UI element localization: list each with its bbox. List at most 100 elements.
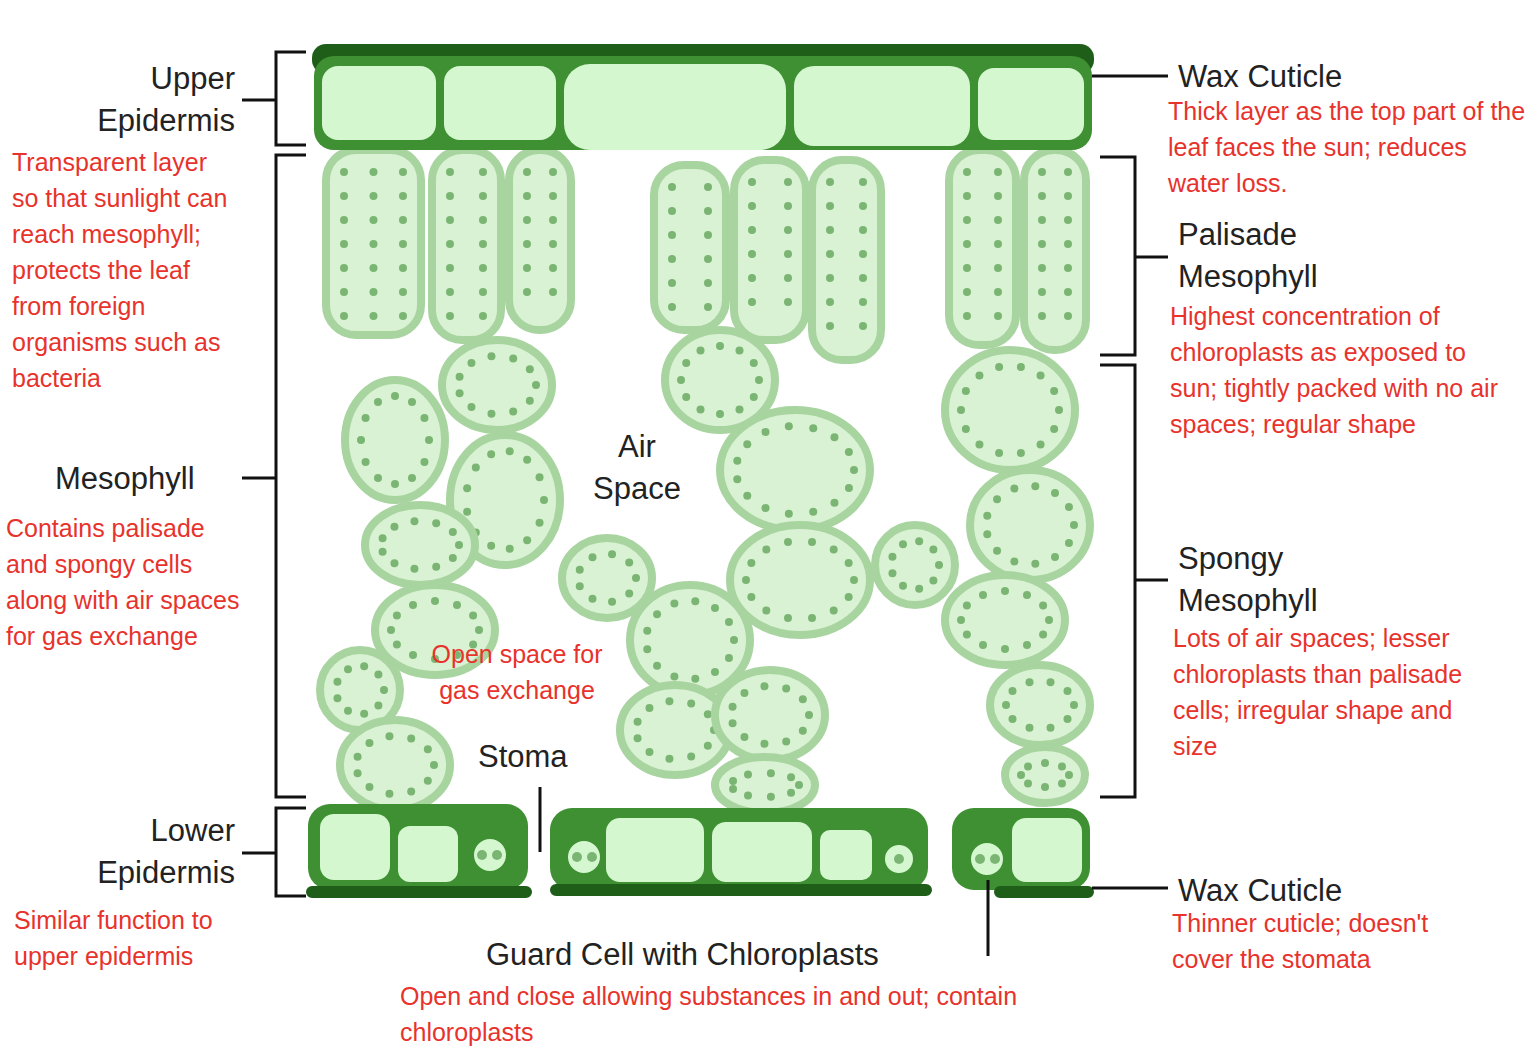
- palisade-cell: [812, 160, 881, 360]
- chloroplast: [643, 645, 651, 653]
- chloroplast: [475, 626, 483, 634]
- epidermal-cell: [794, 66, 970, 146]
- chloroplast: [467, 403, 475, 411]
- chloroplast: [446, 312, 454, 320]
- chloroplast: [370, 168, 378, 176]
- chloroplast: [1064, 240, 1072, 248]
- chloroplast: [668, 231, 676, 239]
- chloroplast: [995, 363, 1003, 371]
- chloroplast: [446, 216, 454, 224]
- chloroplast: [993, 547, 1001, 555]
- bracket: [242, 155, 306, 797]
- spongy-cell: [945, 350, 1075, 470]
- chloroplast: [725, 654, 733, 662]
- chloroplast: [390, 523, 398, 531]
- chloroplast: [1041, 783, 1049, 791]
- chloroplast: [446, 240, 454, 248]
- chloroplast: [963, 312, 971, 320]
- chloroplast: [859, 202, 867, 210]
- chloroplast: [729, 777, 737, 785]
- chloroplast: [549, 216, 557, 224]
- chloroplast: [730, 636, 738, 644]
- chloroplast: [990, 854, 1000, 864]
- chloroplast: [742, 576, 750, 584]
- chloroplast: [762, 504, 770, 512]
- chloroplast: [979, 591, 987, 599]
- function-note: Thick layer as the top part of the leaf …: [1168, 93, 1530, 201]
- guard-cell: [472, 837, 508, 873]
- chloroplast: [859, 274, 867, 282]
- chloroplast: [487, 410, 495, 418]
- chloroplast: [957, 406, 965, 414]
- chloroplast: [1050, 425, 1058, 433]
- chloroplast: [808, 614, 816, 622]
- chloroplast: [1031, 560, 1039, 568]
- chloroplast: [1008, 687, 1016, 695]
- part-name: Upper Epidermis: [40, 58, 235, 142]
- chloroplast: [487, 352, 495, 360]
- chloroplast: [608, 550, 616, 558]
- chloroplast: [962, 425, 970, 433]
- chloroplast: [747, 559, 755, 567]
- chloroplast: [733, 475, 741, 483]
- chloroplast: [446, 168, 454, 176]
- chloroplast: [787, 773, 795, 781]
- chloroplast: [743, 440, 751, 448]
- chloroplast: [729, 785, 737, 793]
- chloroplast: [523, 536, 531, 544]
- part-name: Lower Epidermis: [40, 810, 235, 894]
- chloroplast: [799, 727, 807, 735]
- chloroplast: [506, 545, 514, 553]
- chloroplast: [755, 376, 763, 384]
- lower-epidermis-segment: [550, 808, 928, 890]
- leader-line: [1092, 75, 1168, 78]
- chloroplast: [894, 854, 904, 864]
- chloroplast: [782, 737, 790, 745]
- chloroplast: [632, 574, 640, 582]
- chloroplast: [888, 569, 896, 577]
- chloroplast: [668, 207, 676, 215]
- chloroplast: [859, 178, 867, 186]
- lower-epidermis-segment: [952, 808, 1090, 890]
- chloroplast: [665, 755, 673, 763]
- chloroplast: [762, 428, 770, 436]
- chloroplast: [929, 576, 937, 584]
- chloroplast: [740, 733, 748, 741]
- chloroplast: [784, 202, 792, 210]
- chloroplast: [393, 612, 401, 620]
- chloroplast: [993, 495, 1001, 503]
- function-note: Contains palisade and spongy cells along…: [6, 510, 246, 654]
- chloroplast: [408, 398, 416, 406]
- chloroplast: [455, 541, 463, 549]
- chloroplast: [826, 202, 834, 210]
- chloroplast: [994, 312, 1002, 320]
- chloroplast: [682, 359, 690, 367]
- chloroplast: [1010, 557, 1018, 565]
- chloroplast: [850, 466, 858, 474]
- chloroplast: [784, 614, 792, 622]
- part-name: Wax Cuticle: [1178, 56, 1438, 98]
- chloroplast: [479, 216, 487, 224]
- chloroplast: [479, 288, 487, 296]
- chloroplast: [1050, 387, 1058, 395]
- chloroplast: [576, 566, 584, 574]
- chloroplast: [340, 192, 348, 200]
- chloroplast: [1058, 779, 1066, 787]
- chloroplast: [859, 322, 867, 330]
- chloroplast: [1064, 312, 1072, 320]
- palisade-cell: [1024, 150, 1086, 350]
- chloroplast: [360, 710, 368, 718]
- chloroplast: [748, 178, 756, 186]
- chloroplast: [540, 496, 548, 504]
- chloroplast: [407, 735, 415, 743]
- chloroplast: [357, 436, 365, 444]
- chloroplast: [1038, 264, 1046, 272]
- chloroplast: [385, 790, 393, 798]
- chloroplast: [340, 312, 348, 320]
- chloroplast: [1025, 678, 1033, 686]
- chloroplast: [344, 707, 352, 715]
- chloroplast: [704, 255, 712, 263]
- chloroplast: [963, 288, 971, 296]
- chloroplast: [424, 745, 432, 753]
- chloroplast: [850, 576, 858, 584]
